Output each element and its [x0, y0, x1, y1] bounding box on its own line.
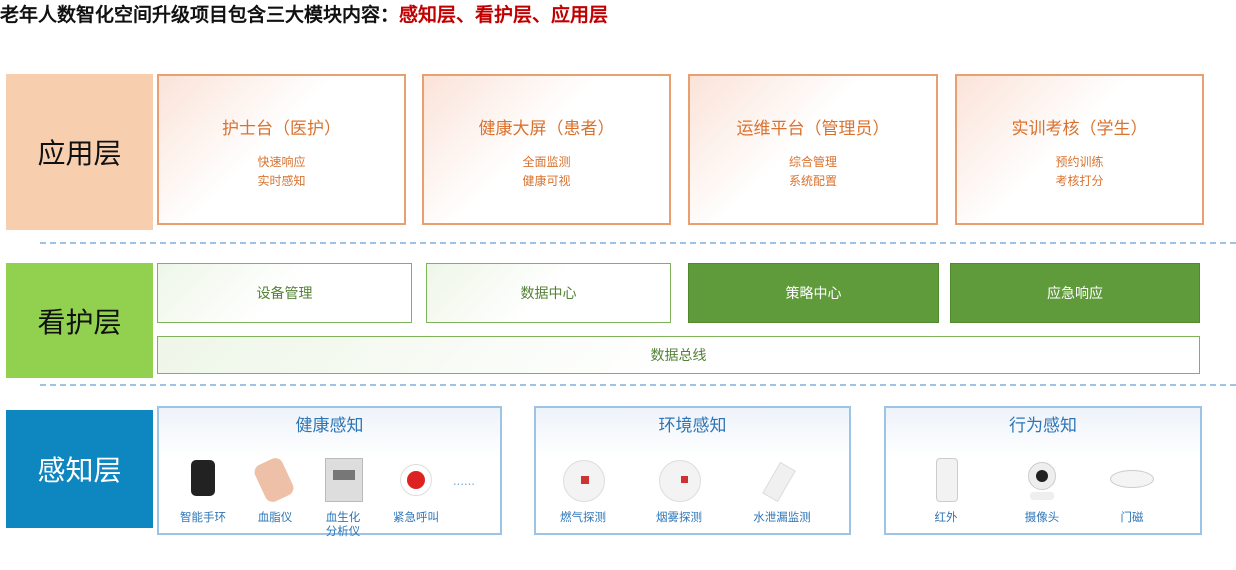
device-label: 烟雾探测	[656, 510, 702, 524]
device-label: 摄像头	[1024, 510, 1060, 524]
app-card-ops-platform[interactable]: 运维平台（管理员） 综合管理系统配置	[688, 74, 938, 225]
card-line: 综合管理	[788, 155, 837, 169]
card-title: 护士台（医护）	[222, 119, 341, 139]
care-data-center[interactable]: 数据中心	[426, 263, 671, 323]
card-line: 系统配置	[788, 174, 837, 188]
card-line: 预约训练	[1055, 155, 1104, 169]
device-biochem-analyzer: 血生化分析仪	[313, 456, 373, 538]
analyzer-icon	[317, 456, 369, 504]
divider	[40, 384, 1236, 386]
device-water-leak-monitor: 水泄漏监测	[740, 456, 824, 524]
care-layer-label: 看护层	[6, 263, 153, 378]
group-title: 行为感知	[1009, 416, 1077, 436]
care-emergency-response[interactable]: 应急响应	[950, 263, 1200, 323]
behavior-perception-group: 行为感知 红外 摄像头 门磁	[884, 406, 1202, 535]
device-door-sensor: 门磁	[1102, 456, 1162, 524]
card-title: 实训考核（学生）	[1011, 119, 1148, 139]
device-emergency-call: 紧急呼叫	[383, 456, 449, 524]
group-title: 健康感知	[295, 416, 364, 436]
card-title: 运维平台（管理员）	[736, 119, 890, 139]
watch-icon	[177, 456, 229, 504]
device-label: 血生化分析仪	[325, 510, 361, 538]
device-label: 智能手环	[180, 510, 226, 524]
device-label: 红外	[934, 510, 958, 524]
device-label: 血脂仪	[257, 510, 293, 524]
data-bus: 数据总线	[157, 336, 1200, 374]
title-prefix: 老年人数智化空间升级项目包含三大模块内容：	[0, 4, 400, 26]
lipid-meter-icon	[249, 455, 301, 505]
smoke-detector-icon	[653, 456, 705, 504]
device-smoke-detector: 烟雾探测	[644, 456, 714, 524]
door-sensor-icon	[1106, 456, 1158, 504]
perception-layer-label: 感知层	[6, 410, 153, 528]
device-lipid-meter: 血脂仪	[245, 455, 305, 524]
device-label: 门磁	[1120, 510, 1144, 524]
water-leak-icon	[756, 456, 808, 504]
care-device-management[interactable]: 设备管理	[157, 263, 412, 323]
app-card-health-screen[interactable]: 健康大屏（患者） 全面监测健康可视	[422, 74, 671, 225]
page-title: 老年人数智化空间升级项目包含三大模块内容：感知层、看护层、应用层	[0, 0, 1236, 27]
title-highlight: 感知层、看护层、应用层	[399, 4, 609, 26]
card-line: 实时感知	[257, 174, 306, 188]
camera-icon	[1016, 456, 1068, 504]
card-line: 考核打分	[1055, 174, 1104, 188]
app-card-training[interactable]: 实训考核（学生） 预约训练考核打分	[955, 74, 1204, 225]
card-line: 快速响应	[257, 155, 306, 169]
application-layer-label: 应用层	[6, 74, 153, 230]
emergency-button-icon	[390, 456, 442, 504]
device-infrared: 红外	[916, 456, 976, 524]
card-line: 全面监测	[522, 155, 571, 169]
card-title: 健康大屏（患者）	[478, 119, 615, 139]
device-camera: 摄像头	[1012, 456, 1072, 524]
app-card-nurse-station[interactable]: 护士台（医护） 快速响应实时感知	[157, 74, 406, 225]
more-ellipsis: ......	[453, 474, 475, 488]
device-label: 燃气探测	[560, 510, 606, 524]
device-smart-band: 智能手环	[173, 456, 233, 524]
divider	[40, 242, 1236, 244]
care-strategy-center[interactable]: 策略中心	[688, 263, 939, 323]
gas-detector-icon	[557, 456, 609, 504]
environment-perception-group: 环境感知 燃气探测 烟雾探测 水泄漏监测	[534, 406, 851, 535]
health-perception-group: 健康感知 智能手环 血脂仪 血生化分析仪 紧急呼叫 ......	[157, 406, 502, 538]
group-title: 环境感知	[658, 416, 727, 436]
device-gas-detector: 燃气探测	[548, 456, 618, 524]
device-label: 紧急呼叫	[393, 510, 439, 524]
device-label: 水泄漏监测	[753, 510, 811, 524]
card-line: 健康可视	[522, 174, 571, 188]
infrared-sensor-icon	[920, 456, 972, 504]
